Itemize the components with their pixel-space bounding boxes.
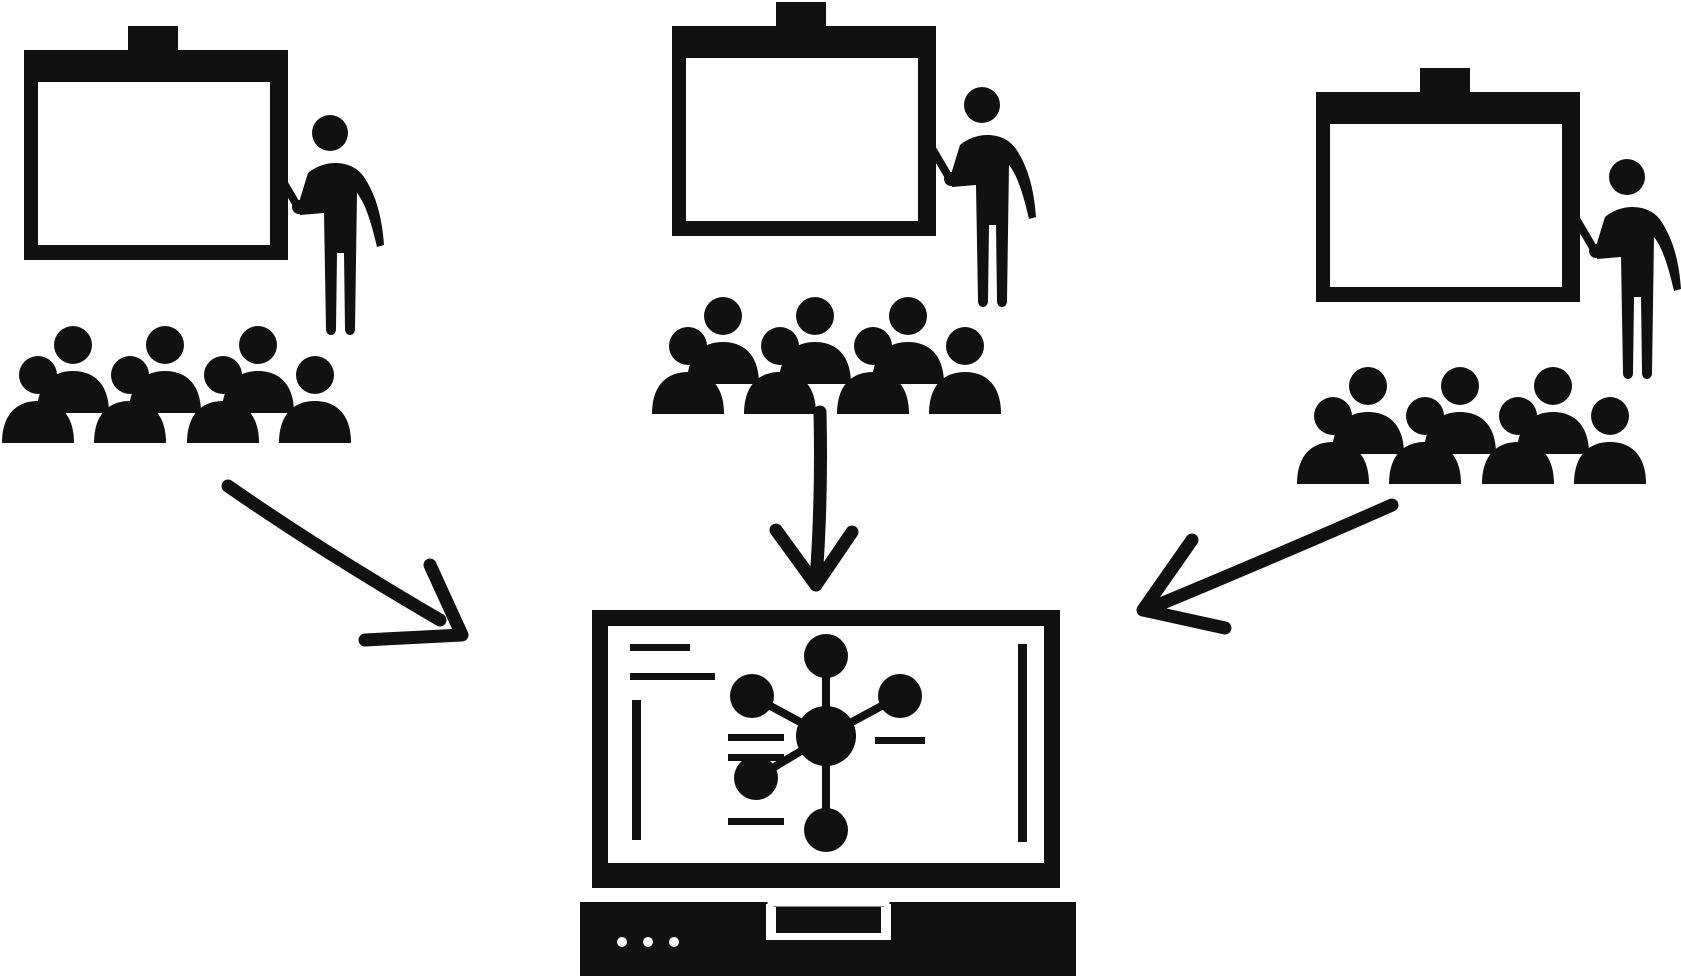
curved-arrow-icon (1136, 498, 1399, 635)
classroom-left (2, 26, 384, 443)
audience-group (2, 326, 351, 443)
presenter-icon (278, 115, 384, 335)
presenter-icon (1575, 159, 1681, 379)
network-graph-icon (730, 634, 922, 852)
classroom-right (1297, 68, 1681, 484)
status-light (617, 937, 627, 947)
audience-group (1297, 367, 1646, 484)
whiteboard-icon (672, 2, 936, 236)
status-light (669, 937, 679, 947)
classroom-center (652, 2, 1036, 414)
whiteboard-icon (1316, 68, 1580, 302)
computer-icon (580, 610, 1076, 976)
presenter-icon (930, 87, 1036, 307)
curved-arrow-icon (769, 405, 859, 592)
status-light (643, 937, 653, 947)
curved-arrow-icon (221, 479, 469, 647)
whiteboard-icon (24, 26, 288, 260)
audience-group (652, 297, 1001, 414)
